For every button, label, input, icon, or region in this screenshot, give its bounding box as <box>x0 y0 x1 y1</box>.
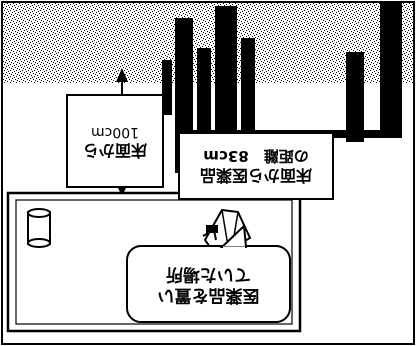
placement-line2: ていた場所 <box>166 264 251 284</box>
floor-distance-label: 床面から医薬品 の距離 83cm <box>178 132 334 200</box>
floor-height-line2: 100cm <box>90 123 140 140</box>
floor-distance-line1: 床面から医薬品 <box>200 166 313 186</box>
container-icon <box>27 208 51 248</box>
callout-bubble <box>126 223 291 323</box>
floor-distance-line2: の距離 83cm <box>203 147 309 166</box>
placement-label: 医薬品を置い ていた場所 <box>133 252 284 316</box>
placement-line1: 医薬品を置い <box>157 285 260 306</box>
floor-height-line1: 床面から <box>83 140 148 160</box>
floor-height-label: 床面から 100cm <box>66 94 164 188</box>
